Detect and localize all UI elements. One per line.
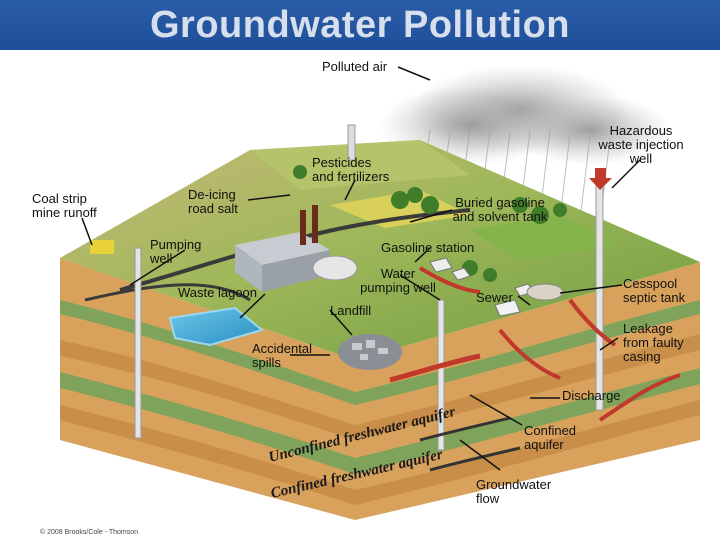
label-water-pumping-well: Water pumping well (360, 266, 436, 295)
water-tank (312, 255, 358, 281)
houses (429, 257, 535, 317)
septic-tank (526, 283, 564, 301)
label-waste-lagoon: Waste lagoon (178, 285, 258, 300)
landfill (338, 334, 402, 370)
label-gasoline-station: Gasoline station (381, 240, 475, 255)
label-buried-gasoline-tank: Buried gasoline and solvent tank (452, 195, 548, 224)
label-accidental-spills: Accidental spills (252, 341, 312, 370)
label-coal-strip-mine-runoff: Coal strip mine runoff (32, 191, 97, 220)
label-pumping-well: Pumping well (150, 237, 202, 266)
mine-truck (90, 240, 114, 254)
page-title: Groundwater Pollution (149, 4, 571, 46)
label-cesspool-septic-tank: Cesspool septic tank (623, 276, 686, 305)
label-confined-aquifer: Confined aquifer (524, 423, 577, 452)
pollution-flow-arrows (389, 168, 681, 422)
label-groundwater-flow: Groundwater flow (476, 477, 552, 506)
ground-surface (60, 140, 700, 360)
groundwater-flow-arrows (419, 416, 521, 472)
factory (235, 205, 330, 292)
wells (134, 124, 604, 451)
title-bar (0, 0, 720, 50)
label-hazardous-waste-injection-well: Hazardous waste injection well (598, 123, 684, 166)
label-landfill: Landfill (330, 303, 372, 318)
label-polluted-air: Polluted air (322, 59, 388, 74)
label-sewer: Sewer (476, 290, 513, 305)
label-leakage-faulty-casing: Leakage from faulty casing (623, 321, 684, 364)
copyright-text: © 2008 Brooks/Cole - Thomson (40, 529, 139, 536)
label-deicing-road-salt: De-icing road salt (188, 187, 238, 216)
leader-lines (81, 66, 641, 471)
label-pesticides-fertilizers: Pesticides and fertilizers (312, 155, 390, 184)
trees (293, 165, 567, 282)
label-discharge: Discharge (562, 388, 621, 403)
fields (250, 140, 620, 260)
left-cross-section (60, 258, 355, 520)
waste-lagoon (168, 306, 265, 347)
